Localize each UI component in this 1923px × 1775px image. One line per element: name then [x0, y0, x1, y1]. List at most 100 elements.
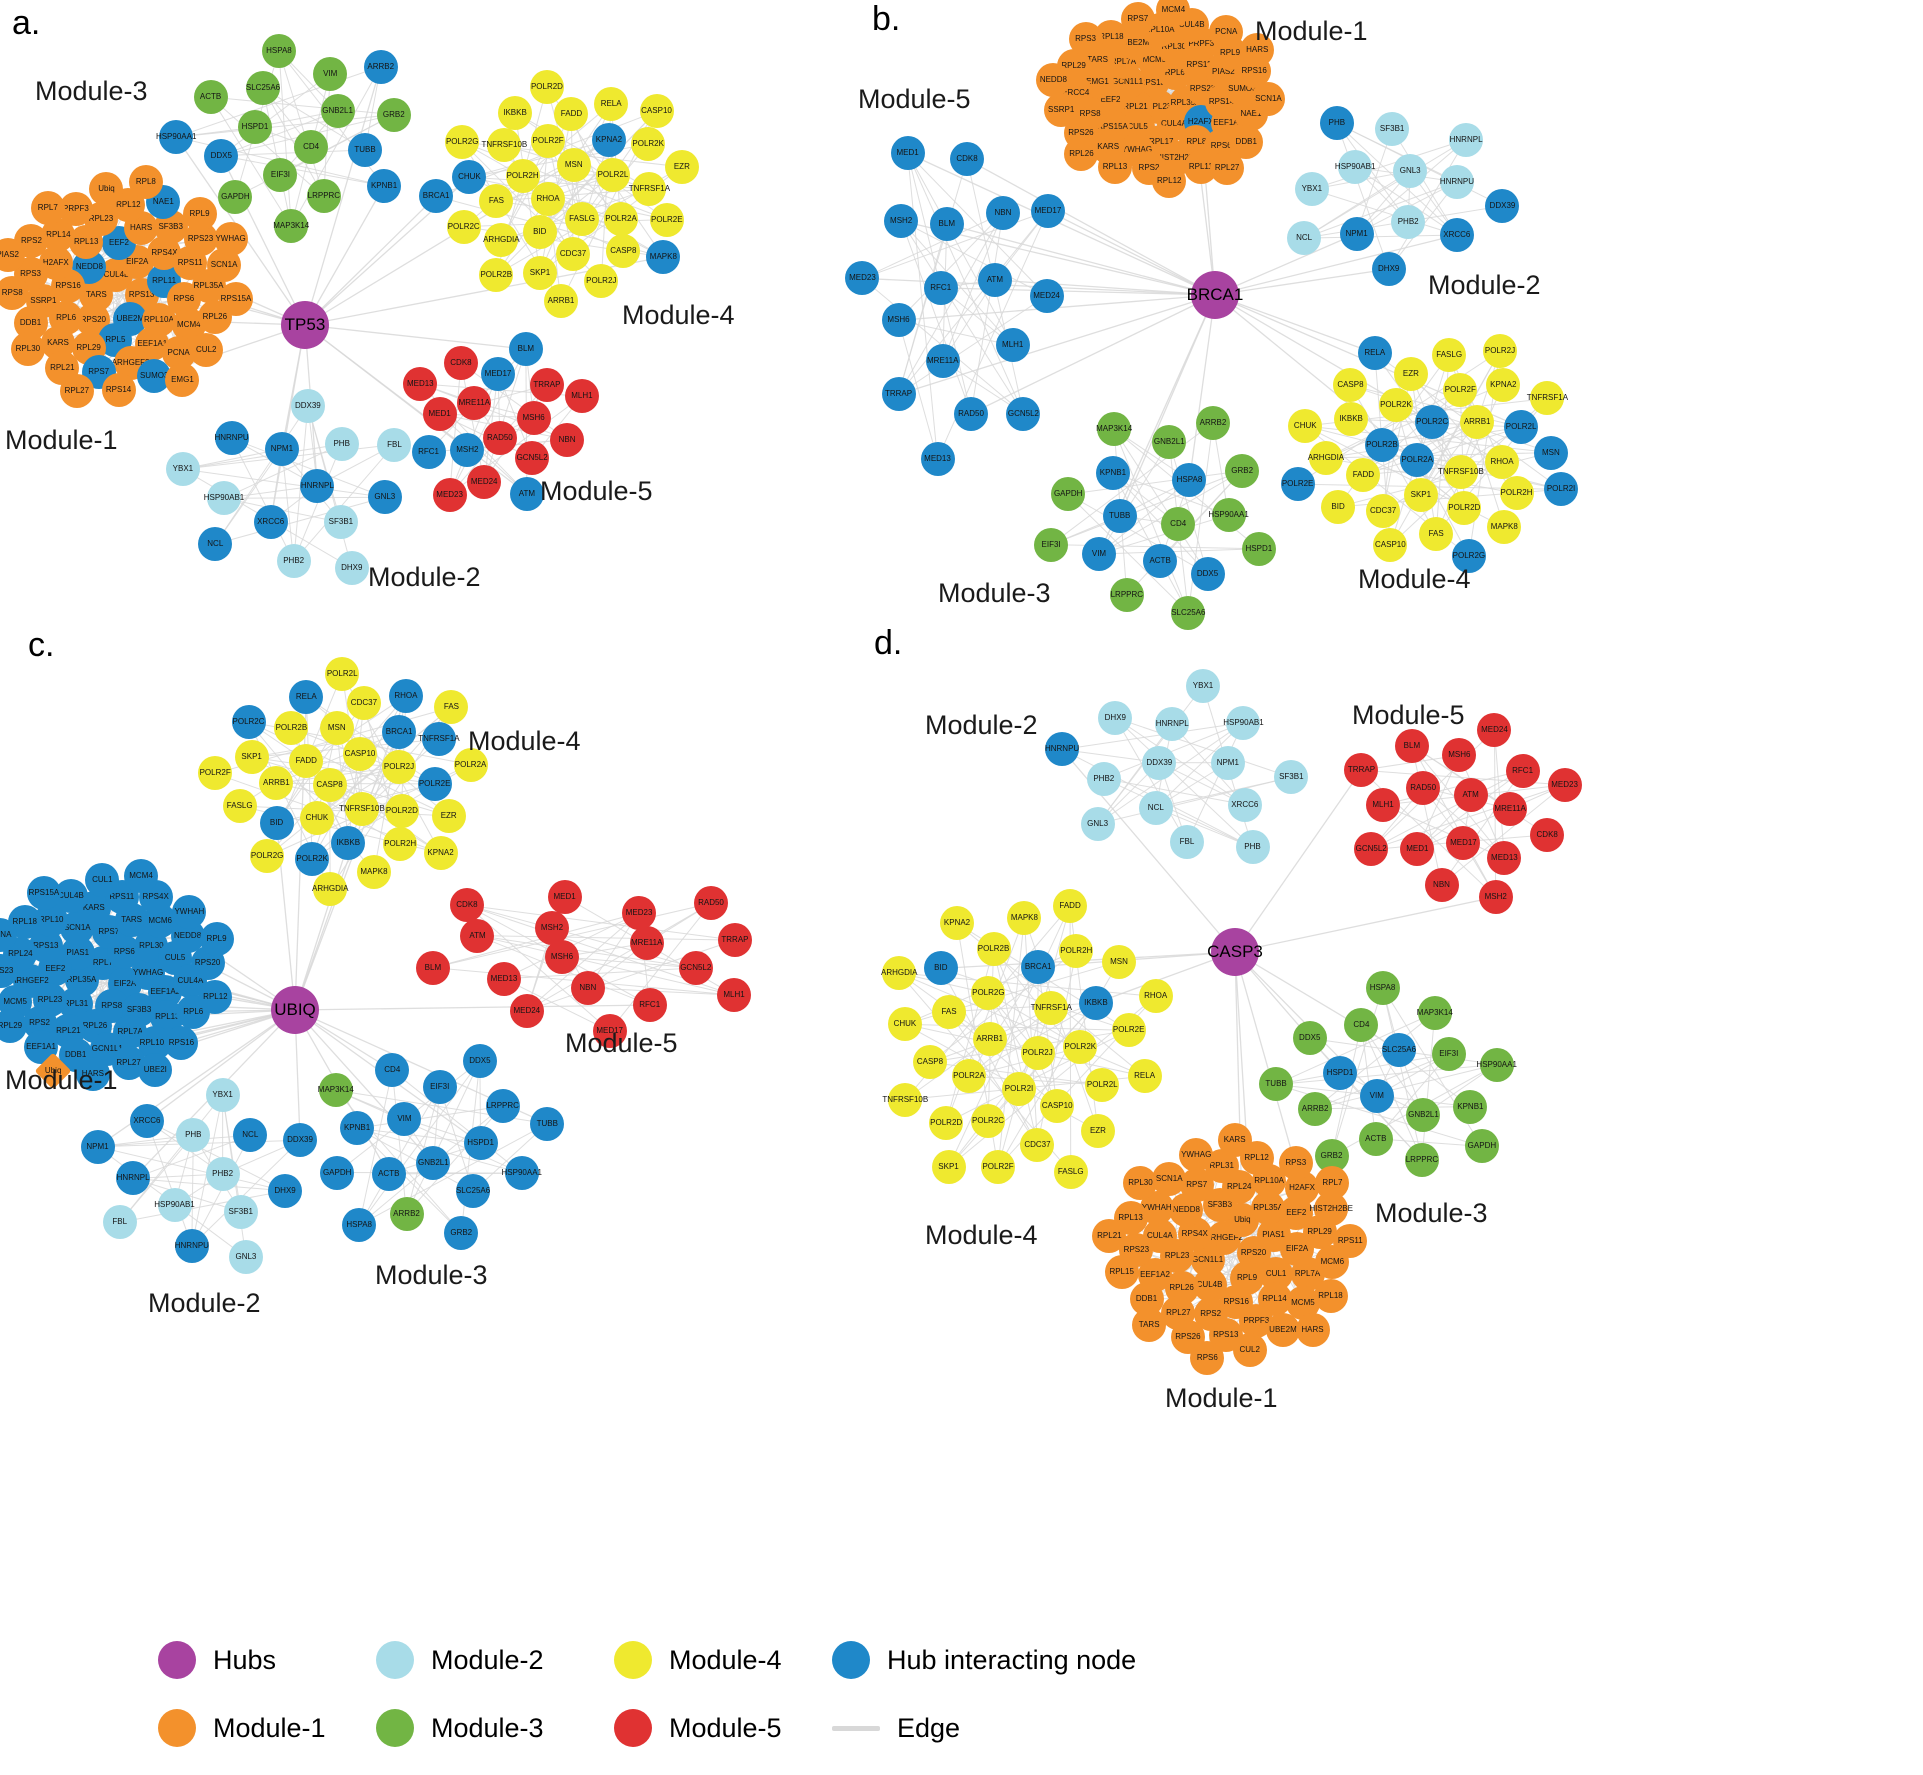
network-node[interactable]: MSN — [556, 148, 591, 183]
network-node[interactable]: POLR2D — [384, 794, 419, 829]
network-node[interactable]: MED13 — [487, 961, 522, 996]
network-node[interactable]: POLR2J — [1020, 1035, 1055, 1070]
network-node[interactable]: MED17 — [1030, 193, 1065, 228]
network-node[interactable]: NPM1 — [1339, 216, 1374, 251]
network-node[interactable]: CASP10 — [343, 737, 378, 772]
network-node[interactable]: YWHAH — [172, 894, 207, 929]
network-node[interactable]: MAP3K14 — [318, 1073, 354, 1108]
network-node[interactable]: MED23 — [622, 895, 657, 930]
network-node[interactable]: CHUK — [887, 1007, 922, 1042]
network-node[interactable]: POLR2H — [1059, 933, 1094, 968]
network-node[interactable]: GCN5L2 — [1006, 396, 1041, 431]
network-node[interactable]: UBE2M — [1265, 1313, 1300, 1348]
network-node[interactable]: POLR2E — [1280, 467, 1315, 502]
network-node[interactable]: GNB2L1 — [1406, 1097, 1441, 1132]
network-node[interactable]: MLH1 — [717, 978, 752, 1013]
network-node[interactable]: NCL — [1138, 790, 1173, 825]
network-node[interactable]: TNFRSF10B — [339, 791, 385, 826]
network-node[interactable]: POLR2H — [505, 159, 540, 194]
network-node[interactable]: SLC25A6 — [246, 71, 280, 106]
network-node[interactable]: ATM — [460, 918, 495, 953]
network-node[interactable]: POLR2G — [445, 125, 480, 160]
network-node[interactable]: UBE2I — [138, 1052, 173, 1087]
network-node[interactable]: BLM — [1394, 728, 1429, 763]
network-node[interactable]: FAS — [1419, 516, 1454, 551]
network-node[interactable]: NPM1 — [1210, 745, 1245, 780]
network-node[interactable]: RPS6 — [1190, 1340, 1225, 1375]
network-node[interactable]: VIM — [387, 1101, 422, 1136]
network-node[interactable]: CD4 — [294, 130, 329, 165]
network-node[interactable]: TRRAP — [529, 367, 564, 402]
network-node[interactable]: MED24 — [467, 464, 502, 499]
network-node[interactable]: ARRB2 — [363, 49, 398, 84]
network-node[interactable]: ACTB — [1143, 543, 1178, 578]
network-node[interactable]: PHB2 — [1086, 761, 1121, 796]
network-node[interactable]: CASP8 — [912, 1045, 947, 1080]
network-node[interactable]: POLR2L — [595, 157, 630, 192]
network-node[interactable]: GNB2L1 — [320, 94, 355, 129]
network-node[interactable]: RPL9 — [182, 196, 217, 231]
network-node[interactable]: MSN — [1533, 435, 1568, 470]
network-node[interactable]: GNL3 — [228, 1240, 263, 1275]
network-node[interactable]: MSH6 — [881, 303, 916, 338]
network-node[interactable]: RELA — [1127, 1059, 1162, 1094]
network-node[interactable]: TUBB — [348, 133, 383, 167]
hub-node[interactable]: CASP3 — [1207, 928, 1263, 976]
network-node[interactable]: ARHGDIA — [312, 871, 348, 906]
network-node[interactable]: GCN5L2 — [1354, 832, 1389, 867]
network-node[interactable]: FADD — [289, 743, 324, 778]
network-node[interactable]: SKP1 — [523, 256, 558, 291]
network-node[interactable]: POLR2C — [971, 1103, 1006, 1138]
hub-node[interactable]: TP53 — [281, 301, 329, 349]
network-node[interactable]: RELA — [594, 86, 629, 121]
network-node[interactable]: POLR2F — [531, 123, 566, 158]
network-node[interactable]: MSH6 — [516, 400, 551, 435]
network-node[interactable]: YWHAG — [213, 221, 248, 256]
network-node[interactable]: TRRAP — [717, 923, 752, 958]
network-node[interactable]: CUL1 — [85, 862, 120, 897]
network-node[interactable]: MSN — [319, 710, 354, 745]
network-node[interactable]: ARHGDIA — [1308, 441, 1344, 476]
network-node[interactable]: YBX1 — [1294, 172, 1329, 207]
network-node[interactable]: ACTB — [371, 1156, 406, 1191]
network-node[interactable]: POLR2I — [1002, 1071, 1037, 1106]
network-node[interactable]: RHOA — [1138, 979, 1173, 1014]
network-node[interactable]: MLH1 — [1366, 787, 1401, 822]
network-node[interactable]: SSRP1 — [1044, 92, 1079, 127]
network-node[interactable]: MLH1 — [995, 328, 1030, 363]
network-node[interactable]: FBL — [102, 1205, 137, 1240]
network-node[interactable]: MAPK8 — [356, 855, 391, 890]
network-node[interactable]: EIF3I — [1034, 527, 1069, 562]
network-node[interactable]: POLR2B — [274, 711, 309, 746]
network-node[interactable]: POLR2H — [383, 827, 418, 862]
network-node[interactable]: NCL — [1287, 221, 1322, 256]
network-node[interactable]: RPL27 — [59, 373, 94, 408]
network-node[interactable]: ACTB — [1358, 1121, 1393, 1156]
network-node[interactable]: HNRNPL — [300, 468, 335, 503]
network-node[interactable]: IKBKB — [331, 825, 366, 860]
network-node[interactable]: SKP1 — [1403, 477, 1438, 512]
network-node[interactable]: HSP90AB1 — [154, 1188, 195, 1223]
network-node[interactable]: TNFRSF1A — [1031, 990, 1072, 1025]
network-node[interactable]: DDX39 — [290, 388, 325, 423]
network-node[interactable]: MAPK8 — [1007, 900, 1042, 935]
network-node[interactable]: ARRB1 — [972, 1021, 1007, 1056]
network-node[interactable]: FADD — [1346, 457, 1381, 492]
network-node[interactable]: MED24 — [509, 993, 544, 1028]
network-node[interactable]: RPL18 — [1313, 1278, 1348, 1313]
network-node[interactable]: MRE11A — [925, 344, 960, 379]
network-node[interactable]: XRCC6 — [253, 504, 288, 539]
network-node[interactable]: NBN — [570, 970, 605, 1005]
network-node[interactable]: EZR — [1393, 356, 1428, 391]
network-node[interactable]: POLR2C — [446, 209, 481, 244]
network-node[interactable]: MSN — [1102, 944, 1137, 979]
network-node[interactable]: GRB2 — [444, 1215, 479, 1250]
network-node[interactable]: SLC25A6 — [1382, 1032, 1416, 1067]
network-node[interactable]: KPNA2 — [423, 835, 458, 870]
network-node[interactable]: RPL7 — [30, 190, 65, 225]
network-node[interactable]: SF3B1 — [223, 1194, 258, 1229]
network-node[interactable]: RELA — [1357, 336, 1392, 371]
network-node[interactable]: ATM — [977, 262, 1012, 297]
network-node[interactable]: IKBKB — [1334, 402, 1369, 437]
network-node[interactable]: TUBB — [1102, 499, 1137, 534]
